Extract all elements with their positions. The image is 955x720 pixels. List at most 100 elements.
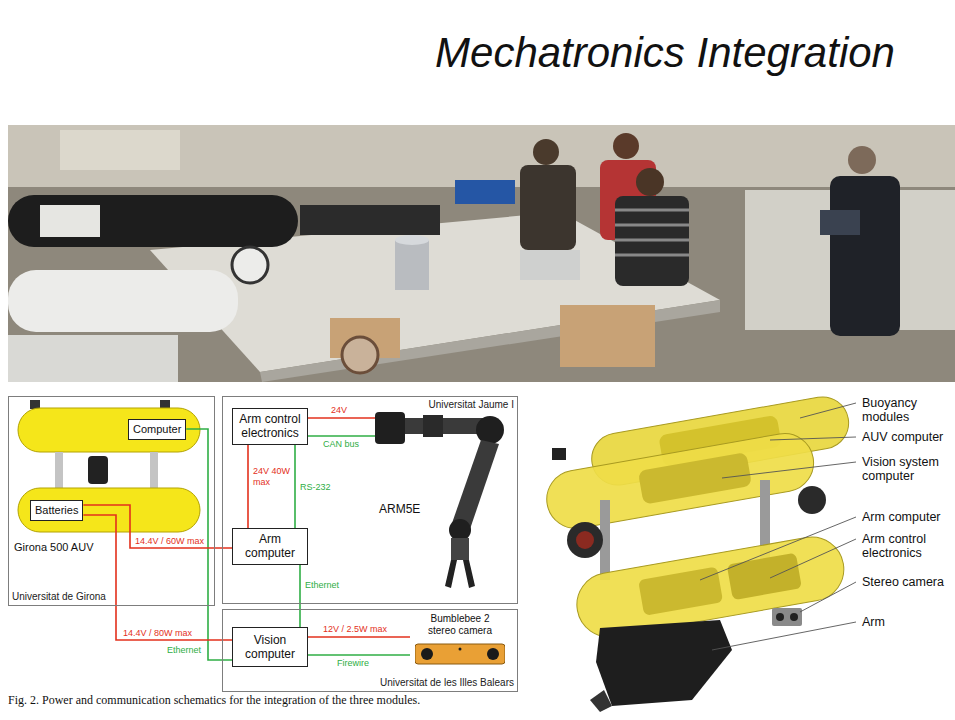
camera-label: Bumblebee 2 stereo camera: [418, 613, 502, 637]
auv-render-part-part: [638, 567, 723, 616]
wire-connector: [186, 429, 232, 660]
girona-auv-drawing-part: [18, 408, 200, 452]
lab-photo-part: [300, 205, 440, 235]
auv-render-part: [700, 517, 856, 580]
lab-photo-part: [40, 205, 100, 237]
wire-connector: [308, 636, 410, 638]
signal-label: 14.4V / 60W max: [134, 536, 205, 547]
lab-photo-part: [615, 209, 689, 212]
wire-connector: [308, 417, 375, 419]
girona-auv-drawing-part: [55, 452, 63, 488]
lab-photo-part: [820, 210, 860, 235]
auv-render-part: [567, 522, 603, 558]
lab-photo-part: [615, 254, 689, 257]
auv-render-part: [542, 429, 818, 533]
wire-connector: [308, 654, 410, 656]
arm-drawing-part: [451, 538, 469, 560]
arm-drawing-part: [451, 440, 499, 532]
signal-label: Firewire: [336, 658, 370, 669]
university-region: Universitat Jaume IArm control electroni…: [222, 396, 518, 604]
auv-render-part: [552, 448, 566, 460]
auv-render-part-part: [638, 452, 752, 505]
module-box: Arm computer: [232, 528, 308, 565]
camera-drawing-part: [459, 648, 462, 651]
auv-render: [542, 393, 856, 712]
auv-render-part: [798, 486, 826, 514]
lab-photo-part: [830, 176, 900, 336]
auv-render-part: [712, 622, 856, 650]
lab-photo-part: [615, 239, 689, 242]
lab-photo-part: [533, 139, 559, 165]
auv-render-part-part: [727, 553, 802, 601]
auv-render-part: [590, 690, 612, 712]
arm-label: ARM5E: [379, 502, 420, 516]
wire-connector: [247, 445, 249, 528]
stereo-camera: Bumblebee 2 stereo camera: [410, 613, 510, 665]
vehicle-name: Girona 500 AUV: [14, 540, 94, 554]
part-label: Stereo camera: [862, 575, 952, 589]
arm-drawing-part: [423, 415, 443, 437]
auv-render-part: [790, 613, 798, 621]
arm-drawing-part: [476, 416, 504, 444]
camera-drawing: [415, 643, 505, 665]
lab-photo-part: [8, 125, 955, 187]
lab-photo-part: [615, 196, 689, 286]
module-box: Vision computer: [232, 627, 308, 667]
region-label: Universitat de Girona: [12, 591, 106, 603]
auv-render-part: [776, 613, 784, 621]
camera-drawing-part: [415, 644, 505, 664]
signal-label: 24V 40W max: [252, 466, 294, 488]
module-box: Arm control electronics: [232, 408, 308, 445]
region-label: Universitat de les Illes Balears: [380, 677, 514, 689]
girona-auv-drawing-part: [150, 452, 158, 488]
signal-label: Ethernet: [166, 645, 202, 656]
box-label: Arm control electronics: [237, 412, 303, 441]
lab-photo-part: [395, 235, 429, 245]
girona-auv-drawing-part: [88, 456, 108, 484]
module-box: Batteries: [30, 500, 83, 521]
lab-photo: [8, 125, 955, 382]
lab-photo-part: [8, 335, 178, 382]
signal-label: RS-232: [299, 482, 332, 493]
auv-render-part: [722, 462, 856, 478]
arm-drawing-part: [405, 418, 487, 434]
part-label: Vision system computer: [862, 455, 952, 483]
slide-title: Mechatronics Integration: [390, 28, 940, 78]
auv-render-part: [770, 437, 856, 440]
arm-drawing-part: [449, 519, 471, 541]
figure-caption: Fig. 2. Power and communication schemati…: [8, 694, 453, 707]
box-label: Computer: [133, 423, 181, 436]
lab-photo-part: [848, 146, 876, 174]
lab-photo-part: [232, 247, 268, 283]
lab-photo-part: [8, 125, 955, 382]
signal-label: 14.4V / 80W max: [122, 628, 193, 639]
lab-photo-part: [636, 168, 664, 196]
lab-photo-part: [342, 337, 378, 373]
lab-photo-part: [455, 180, 515, 204]
wire-connector: [83, 515, 232, 640]
part-label: Arm control electronics: [862, 532, 952, 560]
auv-render-part: [800, 582, 856, 612]
auv-render-part: [596, 620, 732, 706]
box-label: Vision computer: [237, 633, 303, 662]
lab-photo-part: [615, 224, 689, 227]
lab-photo-part: [60, 130, 180, 170]
box-label: Arm computer: [237, 532, 303, 561]
part-label: AUV computer: [862, 430, 952, 444]
part-label: Buoyancy modules: [862, 396, 952, 424]
lab-photo-part: [260, 300, 720, 382]
girona-auv-drawing: [18, 400, 200, 532]
arm-drawing-part: [463, 560, 475, 588]
lab-photo-part: [520, 250, 580, 280]
signal-label: 24V: [330, 405, 348, 416]
arm-drawing-part: [445, 560, 457, 588]
university-region: Universitat de Girona ComputerBatteries: [8, 396, 215, 606]
auv-render-part-part: [542, 429, 818, 533]
lab-photo-part: [8, 187, 955, 382]
auv-render-part: [770, 539, 856, 578]
arm-drawing-part: [375, 412, 405, 444]
lab-photo-part: [613, 133, 639, 159]
lab-photo-part: [8, 270, 238, 332]
